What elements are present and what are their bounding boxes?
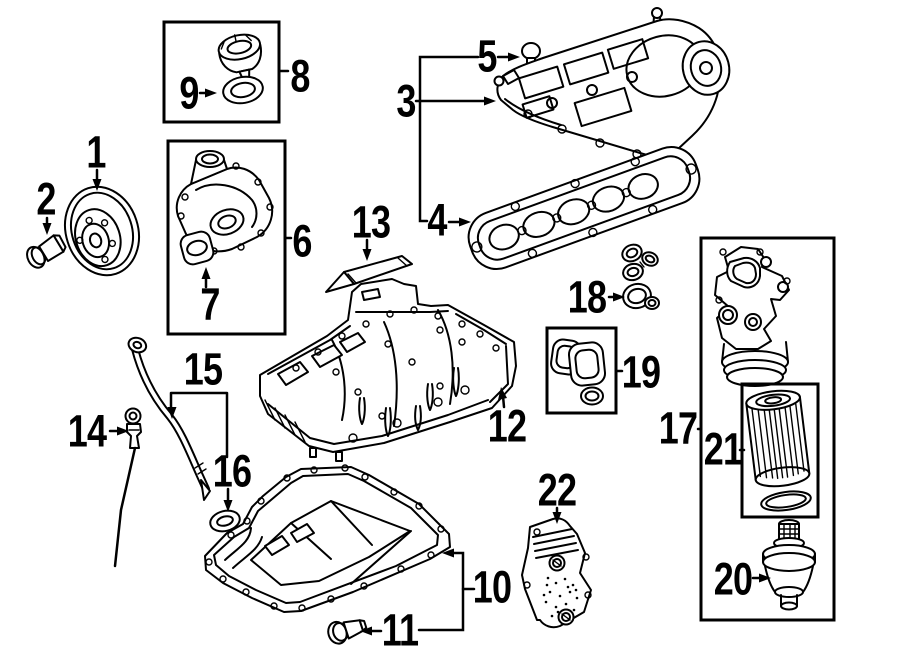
pulley-bolt-drawing [26, 234, 67, 269]
callout-20-leader [751, 573, 771, 583]
callout-18-leader [607, 292, 625, 302]
callout-22[interactable]: 22 [537, 464, 577, 516]
callout-1[interactable]: 1 [86, 126, 106, 178]
callout-11-leader [360, 626, 383, 636]
callout-leaders [42, 52, 771, 636]
oil-filter-element-drawing [745, 389, 811, 488]
valve-cover-gasket-drawing [467, 146, 701, 270]
oil-filter-element-box [740, 382, 820, 519]
dipstick-tube-drawing [127, 336, 211, 501]
callout-9-leader [198, 88, 217, 98]
callout-17[interactable]: 17 [658, 402, 698, 454]
callout-5-leader [496, 52, 520, 62]
sealant-tube-drawing [325, 255, 413, 293]
callout-14[interactable]: 14 [67, 405, 107, 457]
oil-filter-housing-box [699, 236, 836, 622]
callout-7[interactable]: 7 [200, 278, 220, 330]
callout-5[interactable]: 5 [477, 30, 497, 82]
camshaft-seal-drawing [179, 230, 215, 266]
callout-13-leader [362, 238, 372, 261]
callout-15-leader [167, 391, 229, 459]
callout-14-leader [108, 426, 129, 436]
callout-16-leader [223, 487, 233, 512]
timing-cover-box [166, 139, 287, 336]
gasket-set-box [545, 326, 618, 415]
callout-18[interactable]: 18 [567, 271, 607, 323]
callout-21[interactable]: 21 [703, 423, 743, 475]
callout-12[interactable]: 12 [487, 400, 527, 452]
callout-8[interactable]: 8 [290, 50, 310, 102]
oil-cooler-drawing [521, 517, 592, 629]
callout-3[interactable]: 3 [396, 75, 416, 127]
callout-7-leader [201, 267, 211, 289]
timing-cover-drawing [175, 150, 274, 255]
callout-11[interactable]: 11 [381, 604, 419, 656]
callout-15[interactable]: 15 [183, 343, 223, 395]
upper-oil-pan-drawing [259, 278, 517, 462]
callout-3-leader [414, 55, 496, 223]
dipstick-tube-seal-drawing [209, 509, 241, 533]
oil-drain-plug-drawing [327, 619, 368, 645]
callout-12-leader [498, 387, 507, 409]
callout-16[interactable]: 16 [212, 445, 252, 497]
filter-oring-drawing [760, 490, 812, 512]
callout-20[interactable]: 20 [713, 553, 753, 605]
lower-oil-pan-drawing [204, 464, 451, 613]
callout-10[interactable]: 10 [472, 561, 512, 613]
callout-9[interactable]: 9 [179, 67, 199, 119]
callout-2-leader [42, 216, 52, 235]
breather-seal-set-drawing [621, 243, 660, 310]
callout-19[interactable]: 19 [621, 346, 661, 398]
crankshaft-pulley-drawing [64, 185, 140, 277]
oil-filter-cap-drawing [762, 519, 816, 611]
oil-dipstick-drawing [113, 407, 142, 568]
callout-4-leader [447, 217, 471, 227]
callout-2[interactable]: 2 [36, 173, 56, 225]
callout-10-leader [417, 548, 476, 632]
callout-6[interactable]: 6 [292, 215, 312, 267]
valve-cover-drawing [493, 7, 731, 159]
oil-filler-cap-box [162, 20, 281, 124]
callout-4[interactable]: 4 [427, 194, 447, 246]
callout-13[interactable]: 13 [351, 196, 391, 248]
callout-22-leader [552, 506, 562, 524]
oil-filler-cap-drawing [217, 33, 262, 82]
gasket-set-drawing [550, 338, 607, 406]
callout-1-leader [92, 168, 102, 191]
filler-cap-seal-drawing [222, 75, 264, 105]
oil-filter-housing-drawing [714, 246, 791, 387]
